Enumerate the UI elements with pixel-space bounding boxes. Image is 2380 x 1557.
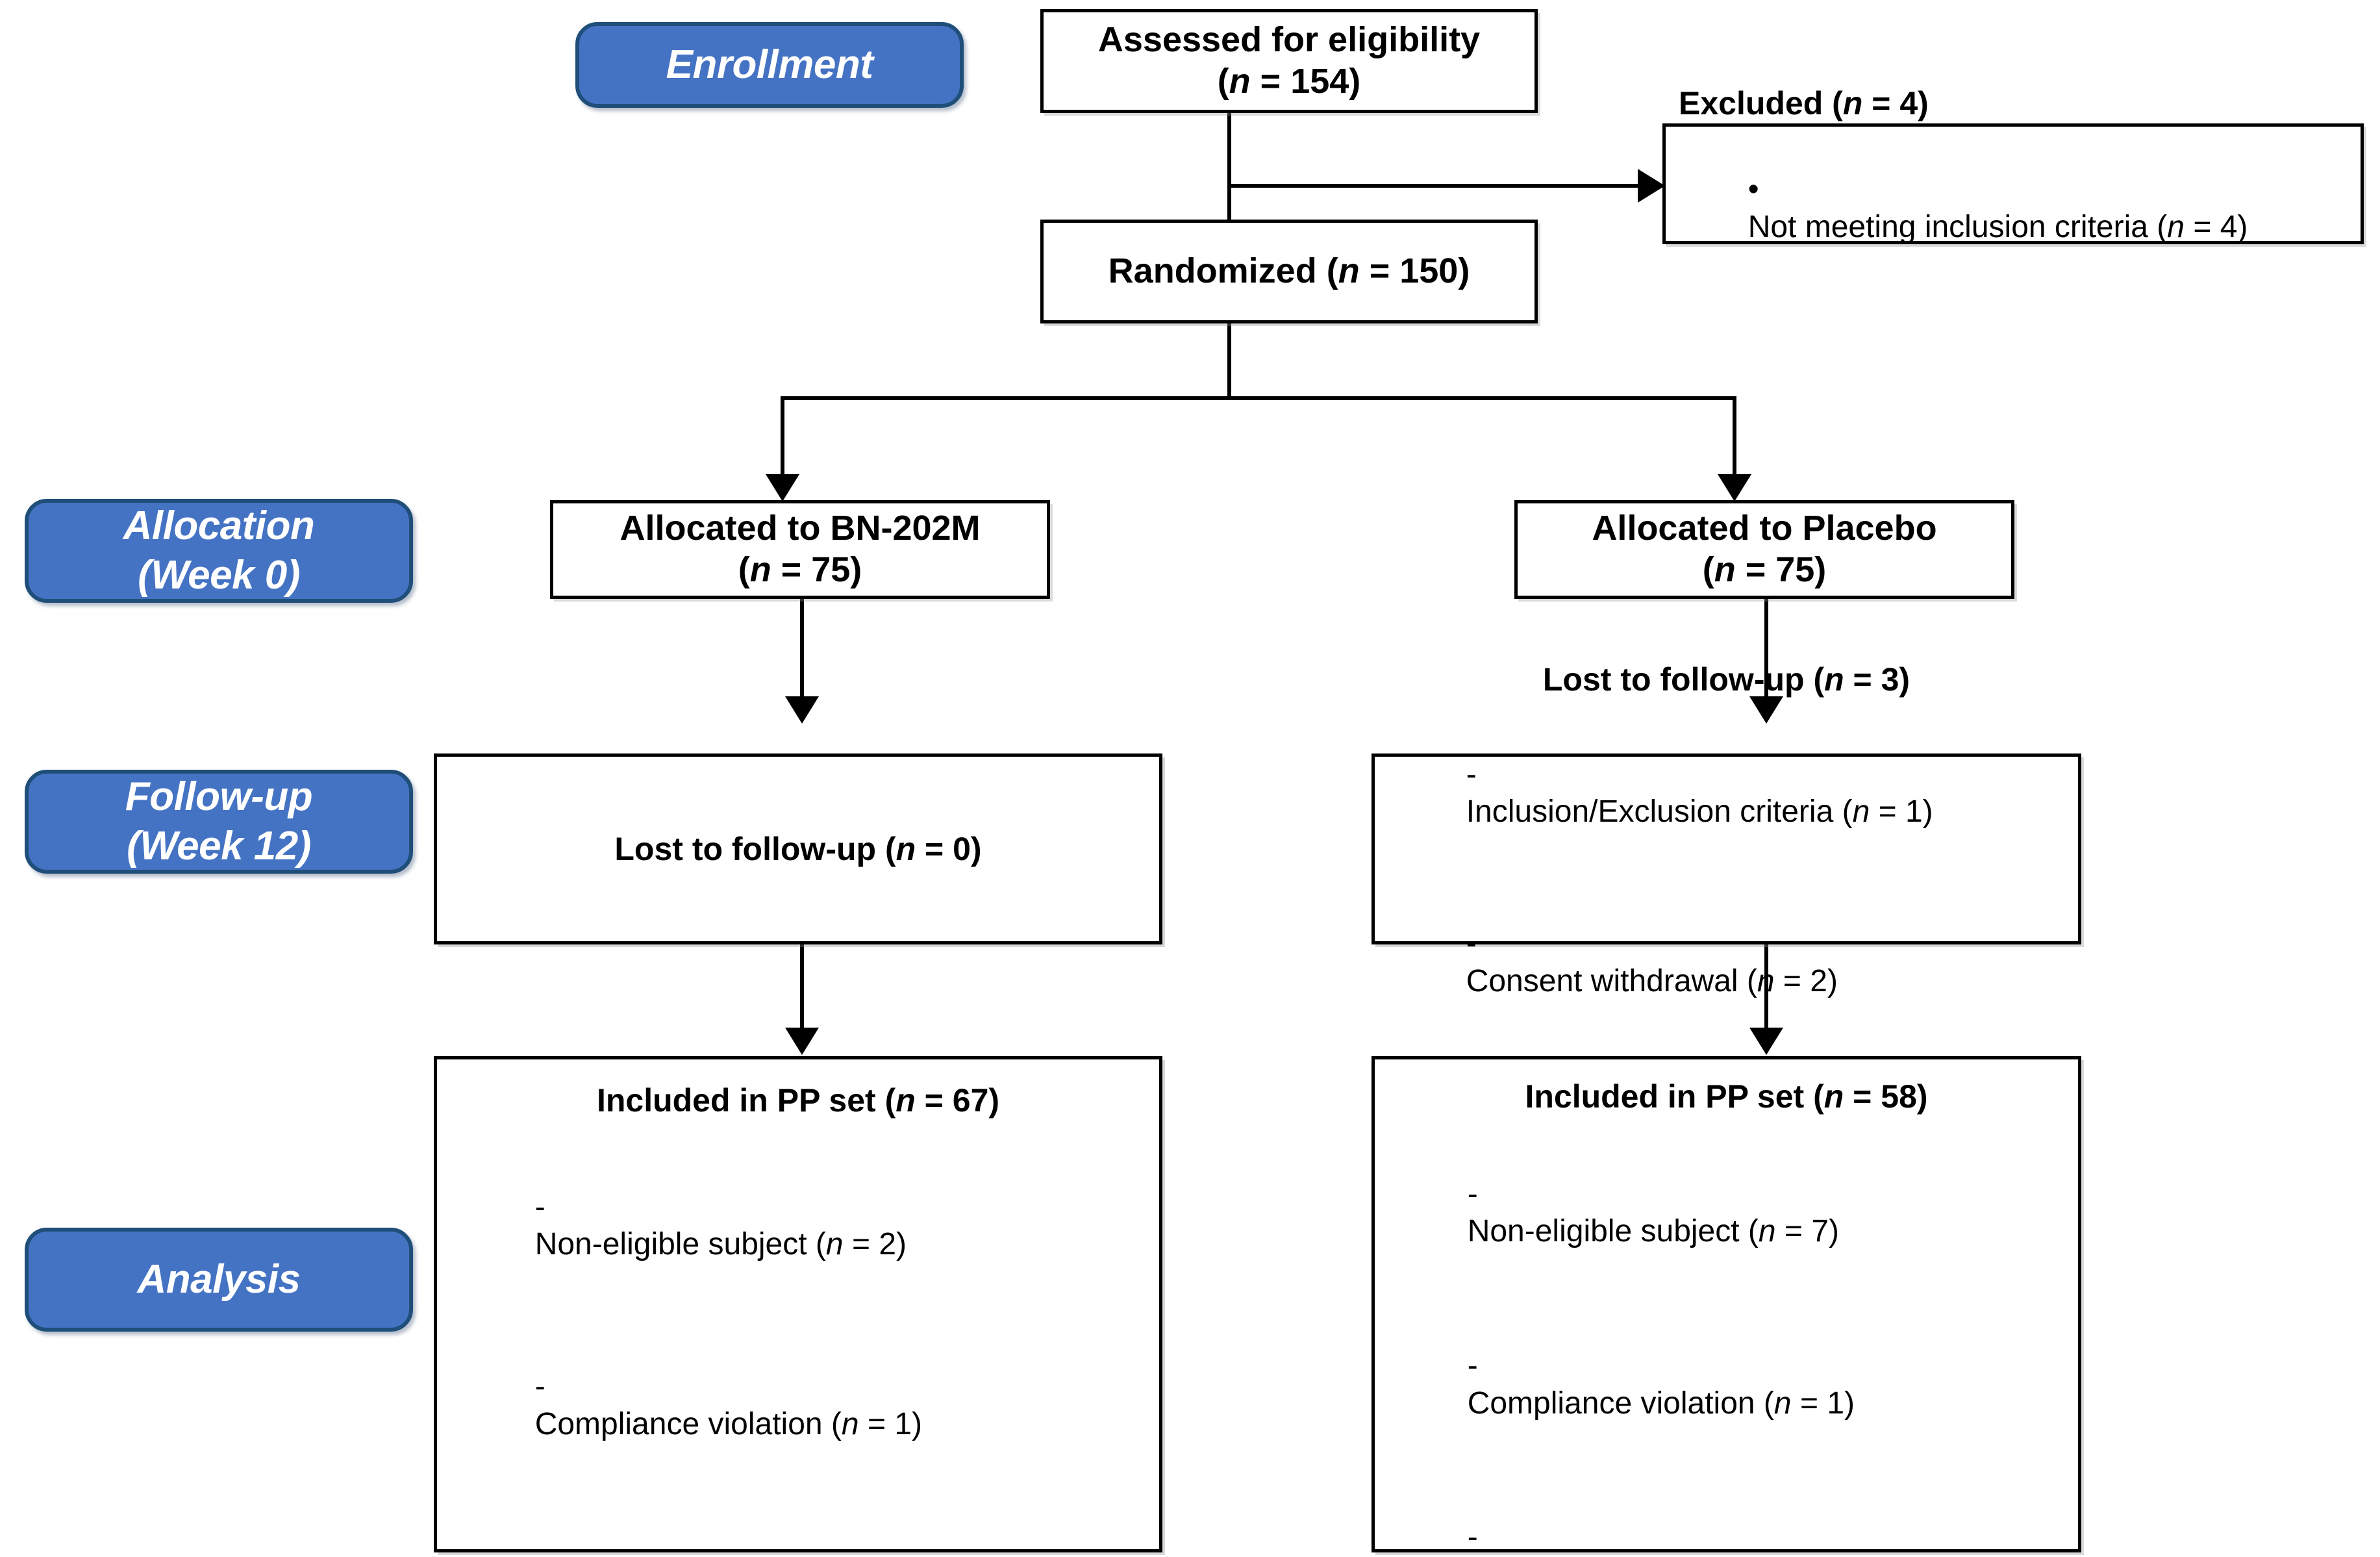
analysis-left-item-1-text: Compliance violation (n = 1)	[534, 1406, 922, 1441]
stage-badge-allocation-line2: (Week 0)	[138, 553, 300, 598]
node-followup-right: Lost to follow-up (n = 3) - Inclusion/Ex…	[1372, 661, 2081, 998]
alloc-right-line2: (n = 75)	[1702, 550, 1827, 589]
stage-badge-allocation: Allocation (Week 0)	[25, 499, 413, 603]
stage-badge-followup-line1: Follow-up	[125, 774, 313, 820]
connector-alloc-right-to-followup-right	[1764, 599, 1768, 702]
arrow-to-followup-right-icon	[1749, 696, 1783, 724]
followup-right-item-0: - Inclusion/Exclusion criteria (n = 1)	[1397, 718, 2056, 868]
followup-right-header: Lost to follow-up (n = 3)	[1542, 661, 1910, 698]
node-analysis-left: Included in PP set (n = 67) - Non-eligib…	[434, 1056, 1162, 1557]
arrow-to-followup-left-icon	[785, 696, 819, 724]
connector-followup-left-to-analysis-left	[800, 944, 804, 1030]
connector-split-left-down	[781, 396, 784, 479]
arrow-to-analysis-right-icon	[1749, 1028, 1783, 1055]
analysis-right-item-1: - Compliance violation (n = 1)	[1398, 1310, 2055, 1459]
followup-right-item-1-text: Consent withdrawal (n = 2)	[1466, 963, 1838, 998]
stage-badge-enrollment-line1: Enrollment	[666, 42, 873, 88]
node-analysis-right: Included in PP set (n = 58) - Non-eligib…	[1372, 1056, 2081, 1554]
node-assessed-for-eligibility: Assessed for eligibility (n = 154)	[1040, 9, 1538, 113]
connector-randomized-down	[1227, 323, 1231, 400]
node-followup-left: Lost to follow-up (n = 0)	[434, 753, 1162, 944]
assessed-line2: (n = 154)	[1217, 62, 1361, 101]
stage-badge-analysis: Analysis	[25, 1228, 413, 1332]
node-excluded: Excluded (n = 4) • Not meeting inclusion…	[1662, 85, 2364, 244]
followup-right-item-1: - Consent withdrawal (n = 2)	[1397, 888, 2056, 1037]
stage-badge-allocation-line1: Allocation	[123, 503, 315, 549]
connector-assessed-to-randomized	[1227, 112, 1231, 236]
followup-right-item-0-text: Inclusion/Exclusion criteria (n = 1)	[1466, 794, 1933, 829]
stage-badge-followup: Follow-up (Week 12)	[25, 770, 413, 874]
analysis-right-item-2: - Window visit violation (n = 2)	[1398, 1482, 2055, 1557]
stage-badge-analysis-line1: Analysis	[137, 1257, 301, 1302]
arrow-to-alloc-right-icon	[1718, 474, 1751, 501]
analysis-left-item-2-bullet: -	[535, 1549, 545, 1557]
alloc-right-line1: Allocated to Placebo	[1592, 509, 1937, 548]
node-randomized: Randomized (n = 150)	[1040, 220, 1538, 323]
connector-split-right-down	[1733, 396, 1736, 479]
excluded-item-0-text: Not meeting inclusion criteria (n = 4)	[1747, 209, 2248, 244]
connector-followup-right-to-analysis-right	[1764, 944, 1768, 1030]
followup-left-header: Lost to follow-up (n = 0)	[614, 830, 982, 867]
analysis-right-item-0-bullet: -	[1467, 1176, 1478, 1211]
analysis-right-item-1-bullet: -	[1467, 1348, 1478, 1383]
analysis-left-item-0-text: Non-eligible subject (n = 2)	[534, 1227, 907, 1262]
analysis-left-item-1-bullet: -	[534, 1369, 545, 1404]
analysis-left-item-1: - Compliance violation (n = 1)	[466, 1330, 1131, 1480]
analysis-left-item-0-bullet: -	[534, 1189, 545, 1224]
analysis-right-item-2-bullet: -	[1467, 1520, 1478, 1555]
excluded-header: Excluded (n = 4)	[1679, 85, 1929, 122]
followup-right-item-1-bullet: -	[1466, 926, 1477, 961]
assessed-line1: Assessed for eligibility	[1097, 20, 1481, 60]
excluded-item-0-bullet: •	[1747, 171, 1759, 207]
node-allocated-right: Allocated to Placebo (n = 75)	[1514, 500, 2014, 599]
node-allocated-left: Allocated to BN-202M (n = 75)	[550, 500, 1050, 599]
arrow-to-excluded-icon	[1638, 169, 1665, 203]
stage-badge-followup-line2: (Week 12)	[127, 824, 311, 868]
excluded-item-0: • Not meeting inclusion criteria (n = 4)	[1679, 133, 2348, 283]
followup-right-item-0-bullet: -	[1466, 757, 1477, 792]
connector-assessed-to-excluded	[1227, 184, 1639, 188]
randomized-line1: Randomized (n = 150)	[1108, 251, 1470, 291]
arrow-to-alloc-left-icon	[766, 474, 799, 501]
analysis-left-header: Included in PP set (n = 67)	[596, 1082, 1000, 1119]
analysis-right-header: Included in PP set (n = 58)	[1525, 1078, 1928, 1115]
analysis-right-item-1-text: Compliance violation (n = 1)	[1467, 1386, 1855, 1421]
analysis-left-item-0: - Non-eligible subject (n = 2)	[466, 1151, 1131, 1300]
alloc-left-line2: (n = 75)	[738, 550, 862, 589]
stage-badge-enrollment: Enrollment	[575, 22, 964, 108]
arrow-to-analysis-left-icon	[785, 1028, 819, 1055]
analysis-left-item-2: - Abnormal blood levels (n = 3)	[466, 1510, 1131, 1557]
connector-randomized-split-bar	[781, 396, 1736, 400]
connector-alloc-left-to-followup-left	[800, 599, 804, 702]
analysis-right-item-0-text: Non-eligible subject (n = 7)	[1467, 1214, 1839, 1249]
alloc-left-line1: Allocated to BN-202M	[620, 509, 981, 548]
analysis-right-item-0: - Non-eligible subject (n = 7)	[1398, 1138, 2055, 1287]
